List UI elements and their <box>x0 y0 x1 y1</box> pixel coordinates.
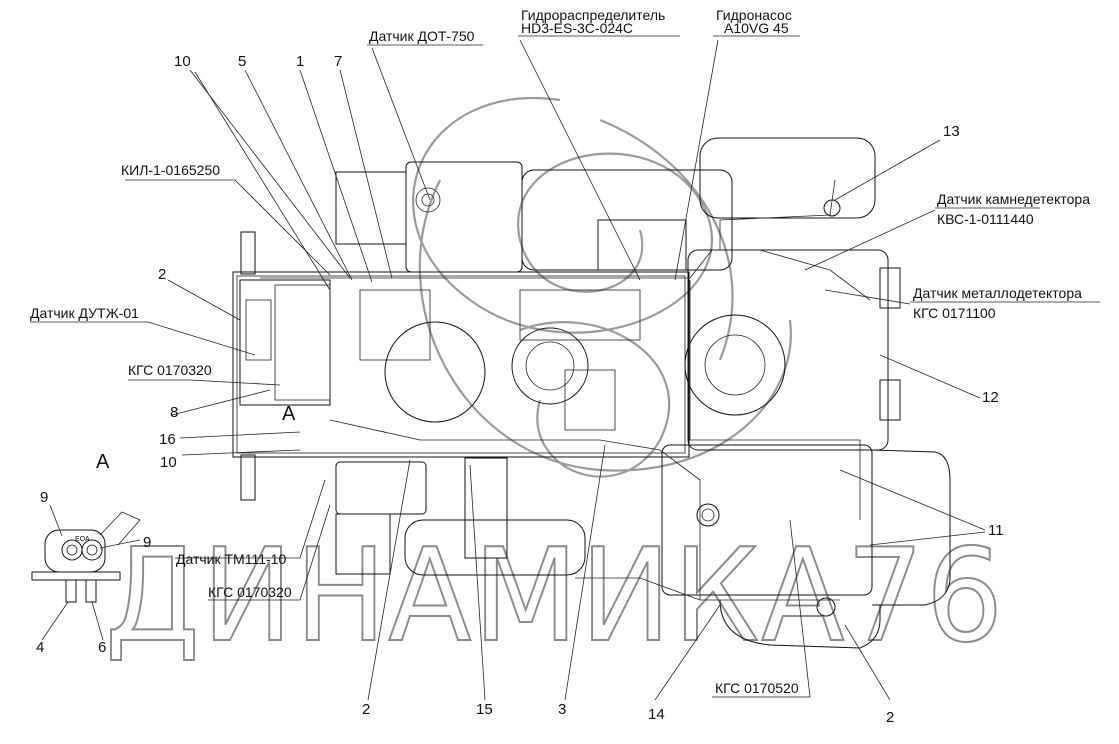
position-numbers: 10 5 1 7 13 2 8 16 10 12 11 9 9 4 6 2 15… <box>36 53 1004 726</box>
pos-1: 1 <box>296 53 304 70</box>
pos-7: 7 <box>334 53 342 70</box>
pos-12: 12 <box>982 389 999 406</box>
pos-10-left: 10 <box>160 454 177 471</box>
label-kgs-0170320-bottom: КГС 0170320 <box>208 584 292 600</box>
pos-14: 14 <box>648 706 665 723</box>
pos-9-b: 9 <box>143 534 151 551</box>
pos-10-top: 10 <box>174 53 191 70</box>
label-kgs-0170320-left: КГС 0170320 <box>128 362 212 378</box>
chassis <box>232 137 951 649</box>
pos-13: 13 <box>943 123 960 140</box>
pos-16: 16 <box>159 431 176 448</box>
label-kgs-0170520: КГС 0170520 <box>715 680 799 696</box>
label-hydrodistributor: Гидрораспределитель <box>521 7 665 23</box>
pos-15: 15 <box>476 701 493 718</box>
label-sensor-stone: Датчик камнедетектора <box>937 191 1090 207</box>
pos-8: 8 <box>170 404 178 421</box>
label-kil: КИЛ-1-0165250 <box>121 162 220 178</box>
pos-11: 11 <box>988 522 1004 539</box>
label-sensor-tm: Датчик ТМ111-10 <box>176 551 286 567</box>
pos-3: 3 <box>558 701 566 718</box>
svg-text:ДИНАМИКА76: ДИНАМИКА76 <box>105 522 1005 671</box>
label-sensor-metal-code: КГС 0171100 <box>913 305 996 321</box>
label-hydropump: Гидронасос <box>716 7 792 23</box>
label-hydrodistributor-code: HD3-ES-3C-024C <box>521 20 633 36</box>
label-sensor-dutzh: Датчик ДУТЖ-01 <box>30 305 139 321</box>
pos-2-left: 2 <box>158 266 166 283</box>
view-a-detail-label: ЕОА <box>75 536 90 543</box>
view-a-detail: ЕОА <box>31 511 141 603</box>
leader-lines <box>30 35 1100 701</box>
callout-labels: Датчик ДОТ-750 Гидрораспределитель HD3-E… <box>30 7 1090 696</box>
view-a-marker: А <box>282 403 296 425</box>
label-sensor-stone-code: КВС-1-0111440 <box>937 211 1034 227</box>
view-a-title: А <box>96 451 110 473</box>
label-sensor-dot: Датчик ДОТ-750 <box>369 28 475 44</box>
pos-9-a: 9 <box>40 489 48 506</box>
watermark-logo: ДИНАМИКА76 <box>104 97 1005 672</box>
pos-4: 4 <box>36 639 44 656</box>
pos-2-bottom: 2 <box>362 701 370 718</box>
label-hydropump-code: A10VG 45 <box>724 20 789 36</box>
pos-6: 6 <box>98 639 106 656</box>
pos-5: 5 <box>238 53 246 70</box>
label-sensor-metal: Датчик металлодетектора <box>913 285 1082 301</box>
pos-2-right: 2 <box>886 709 894 726</box>
